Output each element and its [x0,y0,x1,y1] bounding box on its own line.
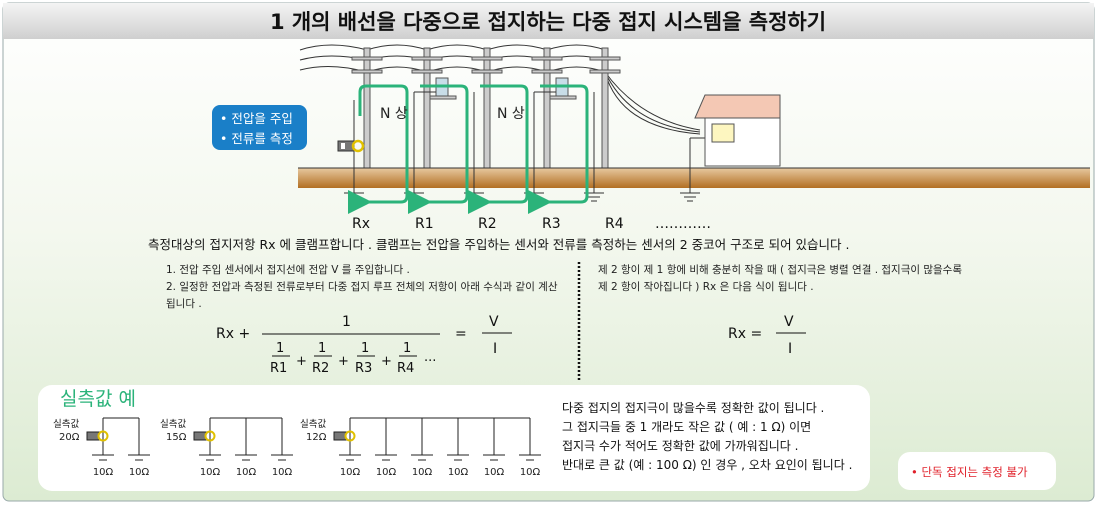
measured-value: 12Ω [306,432,327,443]
clamp-ring [204,430,216,442]
example-note: 접지극 수가 적어도 정확한 값에 가까워집니다 . [562,439,798,453]
term-one: 1 [276,341,284,356]
current: I [788,341,792,357]
electrode-value: 10Ω [448,467,469,478]
callout-text: • 전압을 주입 [220,111,293,126]
formula-lhs: Rx + [216,326,250,342]
term-denominator: R3 [355,361,372,376]
term-denominator: R1 [270,361,287,376]
formula-numerator: 1 [342,314,351,330]
resistor-label: R4 [605,216,624,232]
example-circuits: 실측값 20Ω 10Ω 10Ω 실측값 15Ω 10Ω 10Ω 10Ω 실측값 12Ω 10Ω 10Ω 1… [53,417,541,478]
resistor-labels: Rx R1 R2 R3 R4 ………… [352,216,711,232]
step-text: 됩니다 . [166,297,202,310]
resistor-label: R3 [542,216,561,232]
phase-label: N 상 [380,106,408,122]
formula-lhs: Rx = [728,326,762,342]
examples-heading: 실측값 예 [60,388,136,410]
clamp-meter-icon [337,139,365,153]
note-text: 제 2 항이 작아집니다 ) Rx 은 다음 식이 됩니다 . [598,280,814,293]
example-note: 반대로 큰 값 (예 : 100 Ω) 인 경우 , 오차 요인이 됩니다 . [562,458,852,472]
measured-label: 실측값 [53,418,79,430]
term-one: 1 [361,341,369,356]
resistor-label: ………… [655,216,711,232]
page-title: 1 개의 배선을 다중으로 접지하는 다중 접지 시스템을 측정하기 [270,10,826,34]
electrode-value: 10Ω [376,467,397,478]
example-note: 그 접지극들 중 1 개라도 작은 값 ( 예 : 1 Ω) 이면 [562,420,811,434]
ellipsis: ··· [424,354,436,369]
phase-label: N 상 [497,106,525,122]
ground-soil [298,168,1090,188]
example-note: 다중 접지의 접지극이 많을수록 정확한 값이 됩니다 . [562,401,824,415]
equals: = [455,326,467,342]
resistor-label: R2 [478,216,497,232]
plus: + [338,354,349,369]
electrode-value: 10Ω [129,467,150,478]
plus: + [296,354,307,369]
clamp-ring [97,430,109,442]
term-one: 1 [403,341,411,356]
term-denominator: R2 [312,361,329,376]
callout-text: • 전류를 측정 [220,131,293,146]
resistor-label: Rx [352,216,370,232]
electrode-value: 10Ω [236,467,257,478]
note-text: 제 2 항이 제 1 항에 비해 충분히 작을 때 ( 접지극은 병렬 연결 .… [598,263,962,276]
electrode-value: 10Ω [272,467,293,478]
house [694,94,781,167]
electrode-value: 10Ω [93,467,114,478]
title-bar [3,3,1094,39]
electrode-value: 10Ω [200,467,221,478]
warning-box [898,452,1056,490]
formula-general: Rx + 1 1 R1 + 1 R2 + 1 R3 + 1 R4 ··· = V… [216,314,512,376]
clamp-meter-icon [86,431,100,441]
measured-value: 15Ω [166,432,187,443]
examples-box [38,385,870,491]
clamp-meter-icon [333,431,347,441]
formula-simplified: Rx = V I [728,314,806,357]
term-one: 1 [318,341,326,356]
step-text: 2. 일정한 전압과 측정된 전류로부터 다중 접지 루프 전체의 저항이 아래… [166,280,558,293]
measured-value: 20Ω [59,432,80,443]
step-text: 1. 전압 주입 센서에서 접지선에 전압 V 를 주입합니다 . [166,263,410,276]
electrode-value: 10Ω [340,467,361,478]
description: 측정대상의 접지저항 Rx 에 클램프합니다 . 클램프는 전압을 주입하는 센… [148,237,850,252]
resistor-label: R1 [415,216,434,232]
measured-label: 실측값 [160,418,186,430]
plus: + [381,354,392,369]
voltage: V [489,314,499,330]
warning-text: • 단독 접지는 측정 불가 [911,465,1028,479]
current: I [493,341,497,357]
utility-poles [351,47,621,171]
clamp-ring [344,430,356,442]
term-denominator: R4 [397,361,414,376]
electrode-value: 10Ω [484,467,505,478]
callout-box [212,105,307,150]
current-flow-arrows [348,84,589,214]
electrode-value: 10Ω [520,467,541,478]
clamp-meter-icon [193,431,207,441]
measured-label: 실측값 [300,418,326,430]
electrode-value: 10Ω [412,467,433,478]
voltage: V [784,314,794,330]
